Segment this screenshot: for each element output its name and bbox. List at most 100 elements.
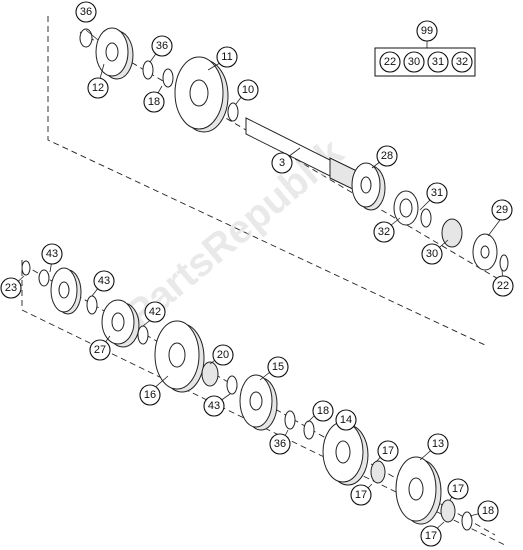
ring-part: [420, 208, 432, 228]
kit-item-circle: [427, 51, 449, 73]
part-callout-circle: [237, 79, 259, 101]
part-callout-circle: [0, 277, 22, 299]
part-callout-circle: [376, 145, 398, 167]
part-callout-circle: [144, 301, 166, 323]
part-callout-circle: [87, 77, 109, 99]
part-callout[interactable]: 20: [212, 344, 234, 366]
part-callout[interactable]: 17: [377, 440, 399, 462]
part-callout-circle: [492, 275, 514, 297]
part-callout[interactable]: 29: [491, 199, 513, 221]
washer-part: [461, 511, 473, 531]
part-callout[interactable]: 43: [203, 395, 225, 417]
part-callout-circle: [216, 46, 238, 68]
part-callout[interactable]: 28: [376, 145, 398, 167]
part-callout[interactable]: 12: [87, 77, 109, 99]
part-callout-circle: [271, 152, 293, 174]
part-callout-label: 15: [272, 361, 284, 373]
part-callout[interactable]: 18: [477, 500, 499, 522]
part-callout[interactable]: 27: [89, 339, 111, 361]
part-callout-circle: [212, 344, 234, 366]
part-callout[interactable]: 17: [447, 478, 469, 500]
part-callout[interactable]: 23: [0, 277, 22, 299]
part-callout-label: 18: [317, 405, 329, 417]
needle-bearing-part: [201, 361, 219, 387]
part-callout[interactable]: 18: [143, 91, 165, 113]
part-callout-label: 23: [5, 282, 17, 294]
part-callout-circle: [75, 1, 97, 23]
part-callout-label: 10: [242, 84, 254, 96]
ring-part: [137, 325, 149, 345]
part-callout[interactable]: 3: [271, 152, 293, 174]
part-callout-label: 36: [80, 6, 92, 18]
circlip-part: [499, 254, 509, 272]
spacer-part: [441, 218, 463, 248]
bearing-part: [227, 102, 239, 122]
part-callout[interactable]: 17: [420, 525, 442, 547]
part-callout[interactable]: 42: [144, 301, 166, 323]
part-callout-circle: [477, 500, 499, 522]
part-callout[interactable]: 31: [426, 182, 448, 204]
part-callout-circle: [427, 433, 449, 455]
part-callout[interactable]: 13: [427, 433, 449, 455]
gear-13-part: [395, 456, 442, 525]
callout-group: 36 12 36 18 11 10 3 28 31 32 30 29 22 43 23 43 42 27 16 20 1…: [0, 1, 514, 547]
part-callout[interactable]: 36: [269, 433, 291, 455]
gear-12-part: [95, 27, 134, 80]
part-callout-circle: [447, 478, 469, 500]
part-callout[interactable]: 43: [41, 243, 63, 265]
part-callout[interactable]: 11: [216, 46, 238, 68]
sprocket-part: [472, 233, 498, 271]
part-callout-circle: [139, 384, 161, 406]
part-callout[interactable]: 30: [421, 243, 443, 265]
kit-item-label: 32: [456, 56, 468, 68]
part-callout[interactable]: 36: [151, 35, 173, 57]
kit-item-circle: [451, 51, 473, 73]
part-callout-label: 27: [94, 344, 106, 356]
part-callout-label: 3: [279, 157, 285, 169]
kit-item-label: 31: [432, 56, 444, 68]
washer-part: [38, 269, 50, 287]
shift-dog-27-part: [101, 299, 140, 348]
part-callout-circle: [89, 339, 111, 361]
part-callout[interactable]: 32: [373, 221, 395, 243]
part-callout-circle: [373, 221, 395, 243]
leader-lines: [11, 29, 504, 534]
needle-bearing-part: [440, 499, 456, 523]
part-callout-label: 29: [496, 204, 508, 216]
part-callout[interactable]: 15: [267, 356, 289, 378]
part-callout-circle: [491, 199, 513, 221]
gear-15-part: [239, 374, 278, 431]
part-callout-label: 31: [431, 187, 443, 199]
part-callout-label: 18: [148, 96, 160, 108]
part-callout-label: 43: [98, 275, 110, 287]
kit-callout-label: 99: [421, 25, 433, 37]
kit-callout-circle: [416, 20, 438, 42]
part-callout-label: 12: [92, 82, 104, 94]
part-callout[interactable]: 10: [237, 79, 259, 101]
part-callout[interactable]: 22: [492, 275, 514, 297]
part-callout-label: 18: [482, 505, 494, 517]
part-callout-label: 14: [340, 414, 352, 426]
washer-part: [142, 60, 154, 80]
part-callout-label: 43: [46, 248, 58, 260]
part-callout[interactable]: 17: [350, 484, 372, 506]
part-callout-label: 17: [382, 445, 394, 457]
part-callout[interactable]: 14: [335, 409, 357, 431]
part-callout-label: 22: [497, 280, 509, 292]
part-callout[interactable]: 36: [75, 1, 97, 23]
part-callout[interactable]: 16: [139, 384, 161, 406]
washer-part: [79, 28, 93, 48]
part-callout[interactable]: 43: [93, 270, 115, 292]
gear-14-part: [322, 421, 369, 486]
part-callout-circle: [335, 409, 357, 431]
gear-16-part: [154, 320, 205, 393]
washer-part: [284, 410, 296, 430]
gear-11-part: [174, 56, 229, 133]
part-callout-label: 17: [425, 530, 437, 542]
gear-countershaft-1-part: [50, 267, 82, 315]
part-callout-circle: [41, 243, 63, 265]
part-callout[interactable]: 18: [312, 400, 334, 422]
kit-item-label: 22: [384, 56, 396, 68]
